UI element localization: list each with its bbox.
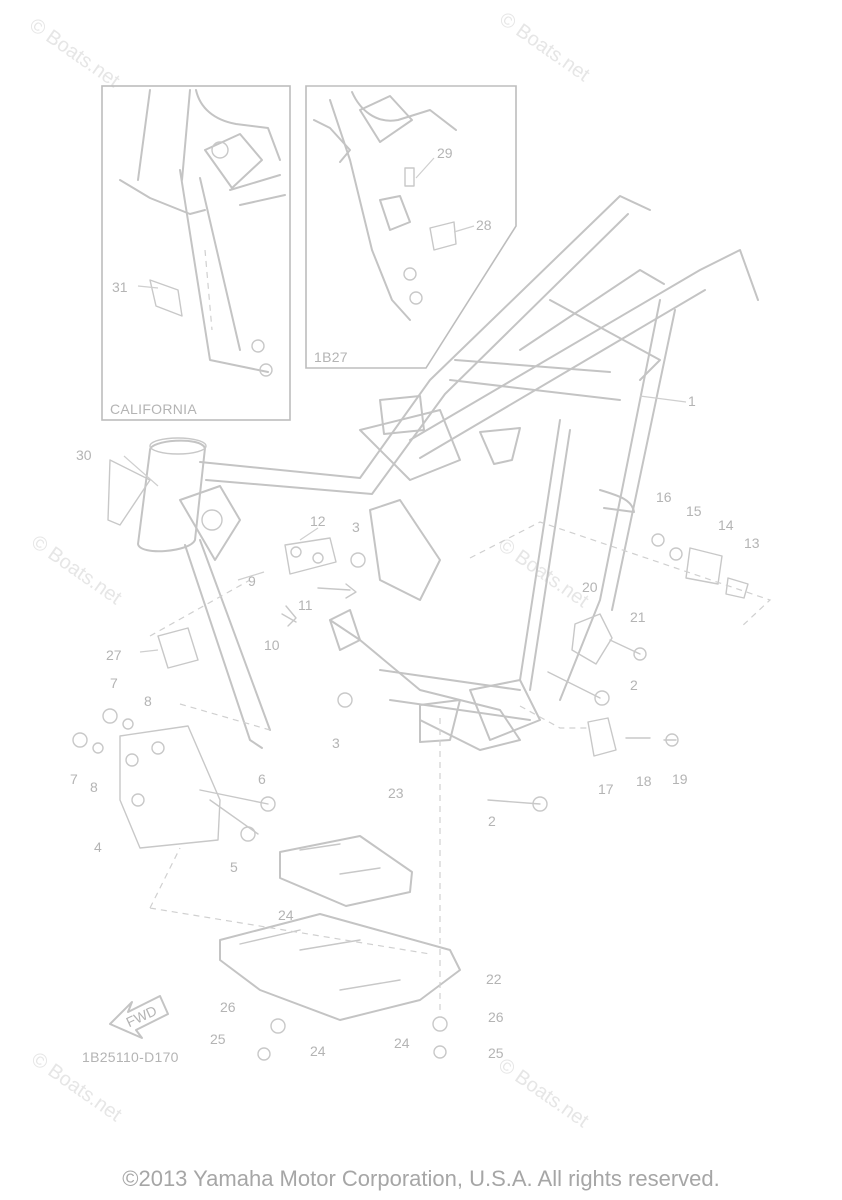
callout-16: 16	[656, 489, 672, 505]
callout-8: 8	[90, 779, 98, 795]
callout-4: 4	[94, 839, 102, 855]
callout-3: 3	[352, 519, 360, 535]
callout-18: 18	[636, 773, 652, 789]
watermark: © Boats.net	[494, 1054, 593, 1132]
callout-3: 3	[332, 735, 340, 751]
watermark: © Boats.net	[25, 14, 124, 92]
callout-2: 2	[488, 813, 496, 829]
callout-5: 5	[230, 859, 238, 875]
callout-29: 29	[437, 145, 453, 161]
callout-17: 17	[598, 781, 614, 797]
callout-13: 13	[744, 535, 760, 551]
leader-lines	[123, 395, 687, 653]
watermark-layer: © Boats.net © Boats.net © Boats.net © Bo…	[25, 8, 594, 1132]
variant-label: 1B27	[314, 349, 348, 365]
watermark: © Boats.net	[495, 8, 594, 86]
callout-27: 27	[106, 647, 122, 663]
callout-28: 28	[476, 217, 492, 233]
callout-30: 30	[76, 447, 92, 463]
callout-25: 25	[488, 1045, 504, 1061]
callout-21: 21	[630, 609, 646, 625]
frame-assembly	[137, 195, 759, 751]
callout-26: 26	[488, 1009, 504, 1025]
fasteners	[72, 459, 749, 849]
callout-14: 14	[718, 517, 734, 533]
callout-24: 24	[310, 1043, 326, 1059]
callout-11: 11	[298, 597, 313, 613]
california-inset: 31 CALIFORNIA	[101, 85, 291, 421]
callout-24: 24	[278, 907, 294, 923]
callout-24: 24	[394, 1035, 410, 1051]
callout-2: 2	[630, 677, 638, 693]
callout-8: 8	[144, 693, 152, 709]
callout-23: 23	[388, 785, 404, 801]
callout-22: 22	[486, 971, 502, 987]
callout-19: 19	[672, 771, 688, 787]
watermark: © Boats.net	[27, 531, 126, 609]
reference-lines	[149, 521, 772, 1012]
callout-31: 31	[112, 279, 128, 295]
callout-12: 12	[310, 513, 326, 529]
callout-7: 7	[70, 771, 78, 787]
callout-26: 26	[220, 999, 236, 1015]
callout-7: 7	[110, 675, 118, 691]
callout-1: 1	[688, 393, 696, 409]
callout-20: 20	[582, 579, 598, 595]
callout-numbers: 1 2 2 3 3 4 5 6 7 7 8 8 9 10 11 12 13 14…	[70, 393, 760, 1061]
copyright-notice: ©2013 Yamaha Motor Corporation, U.S.A. A…	[122, 1166, 720, 1191]
california-label: CALIFORNIA	[110, 401, 197, 417]
callout-15: 15	[686, 503, 702, 519]
skid-plate	[219, 835, 461, 1061]
callout-25: 25	[210, 1031, 226, 1047]
diagram-code: 1B25110-D170	[82, 1049, 179, 1065]
fwd-arrow: FWD	[109, 995, 169, 1039]
callout-9: 9	[248, 573, 256, 589]
callout-6: 6	[258, 771, 266, 787]
callout-10: 10	[264, 637, 280, 653]
variant-inset: 29 28 1B27	[305, 85, 517, 369]
